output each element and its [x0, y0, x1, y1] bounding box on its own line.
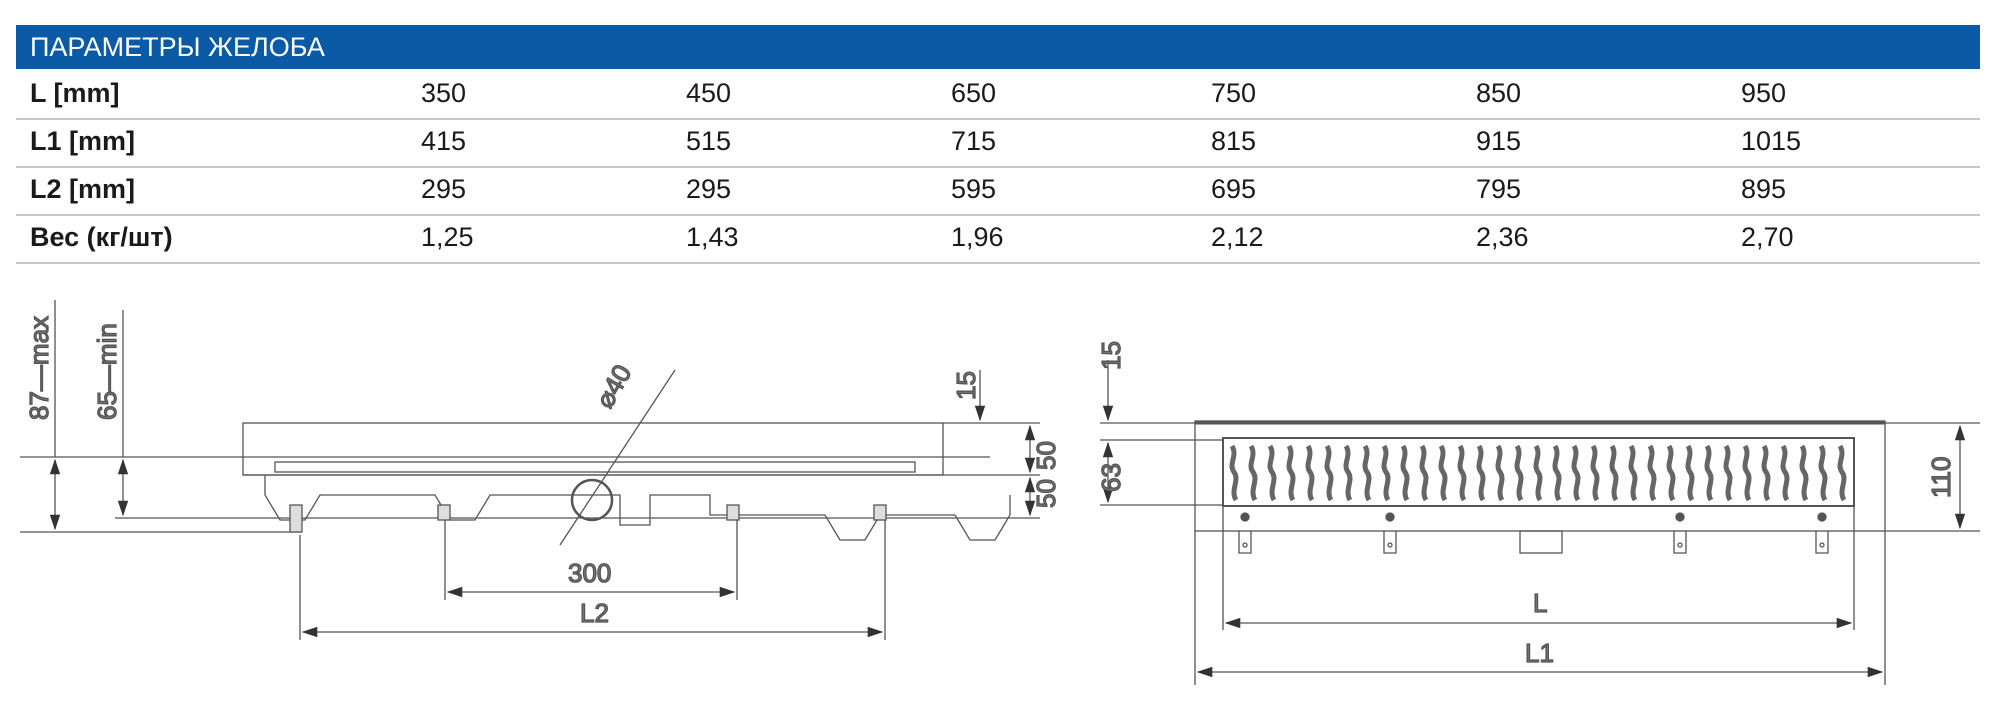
dim-15: 15	[951, 371, 981, 400]
mounting-lug	[1673, 512, 1687, 554]
table-cell: 695	[1211, 174, 1257, 204]
grate-slot	[1628, 444, 1638, 502]
grate-slot	[1343, 444, 1353, 502]
table-cell: 1,43	[686, 222, 739, 252]
grate-slot	[1704, 444, 1714, 502]
table-row: L [mm] 350 450 650 750 850 950	[16, 70, 1980, 120]
grate-slot	[1495, 444, 1505, 502]
table-cell: 2,12	[1211, 222, 1264, 252]
grate-slot	[1533, 444, 1543, 502]
table-cell: 2,36	[1476, 222, 1529, 252]
front-dim-63: 63	[1096, 463, 1126, 492]
grate-slot	[1666, 444, 1676, 502]
grate-slot	[1229, 444, 1239, 502]
grate-slot	[1286, 444, 1296, 502]
table-cell: 595	[951, 174, 997, 204]
grate-slot	[1742, 444, 1752, 502]
grate-slot	[1780, 444, 1790, 502]
dim-50-lower: 50	[1031, 479, 1061, 508]
table-cell: 350	[421, 78, 467, 108]
mounting-lug	[1815, 512, 1829, 554]
grate-slot	[1685, 444, 1695, 502]
table-cell: 295	[686, 174, 732, 204]
table-cell: 915	[1476, 126, 1522, 156]
table-cell: 515	[686, 126, 732, 156]
table-cell: 650	[951, 78, 997, 108]
grate-slot	[1267, 444, 1277, 502]
grate-slot	[1552, 444, 1562, 502]
row-label: L [mm]	[30, 78, 120, 108]
grate-slot	[1476, 444, 1486, 502]
grate-slot	[1609, 444, 1619, 502]
grate-slot	[1761, 444, 1771, 502]
front-dim-l1: L1	[1525, 638, 1554, 668]
table-cell: 850	[1476, 78, 1522, 108]
grate-slot	[1514, 444, 1524, 502]
grate-slot	[1381, 444, 1391, 502]
table-title: ПАРАМЕТРЫ ЖЕЛОБА	[16, 25, 1980, 69]
table-cell: 715	[951, 126, 997, 156]
grate-slot	[1799, 444, 1809, 502]
table-cell: 415	[421, 126, 467, 156]
grate-slot	[1324, 444, 1334, 502]
grate-slot	[1723, 444, 1733, 502]
grate-slot	[1419, 444, 1429, 502]
table-cell: 750	[1211, 78, 1257, 108]
table-cell: 450	[686, 78, 732, 108]
table-cell: 815	[1211, 126, 1257, 156]
table-cell: 1015	[1741, 126, 1802, 156]
grate-slot	[1400, 444, 1410, 502]
dim-50-upper: 50	[1031, 441, 1061, 470]
dim-l2: L2	[580, 598, 609, 628]
table-row: L2 [mm] 295 295 595 695 795 895	[16, 166, 1980, 216]
grate-slot	[1837, 444, 1847, 502]
front-view-drawing: 15 63 110 L L1	[1095, 340, 1980, 685]
grate-slot	[1305, 444, 1315, 502]
grate-slot	[1438, 444, 1448, 502]
front-dim-l: L	[1533, 588, 1547, 618]
row-label: Вес (кг/шт)	[30, 222, 173, 252]
table-cell: 795	[1476, 174, 1522, 204]
front-dim-15: 15	[1096, 341, 1126, 370]
row-label: L1 [mm]	[30, 126, 136, 156]
grate-slot	[1362, 444, 1372, 502]
grate-slot	[1818, 444, 1828, 502]
side-view-drawing: 87—max 65—min ⌀40 15 50 50 300 L2	[20, 300, 1062, 640]
table-row: L1 [mm] 415 515 715 815 915 1015	[16, 118, 1980, 168]
mounting-lug	[1238, 512, 1252, 554]
dim-87-max: 87—max	[24, 316, 54, 420]
grate-slot	[1590, 444, 1600, 502]
grate-slot	[1457, 444, 1467, 502]
table-cell: 950	[1741, 78, 1787, 108]
table-cell: 295	[421, 174, 467, 204]
mounting-lug	[1383, 512, 1397, 554]
grate-slot	[1248, 444, 1258, 502]
dim-65-min: 65—min	[92, 323, 122, 420]
table-cell: 1,96	[951, 222, 1004, 252]
front-dim-110: 110	[1926, 457, 1956, 498]
dim-diameter: ⌀40	[589, 359, 637, 413]
table-cell: 895	[1741, 174, 1787, 204]
grate-slot	[1647, 444, 1657, 502]
table-cell: 1,25	[421, 222, 474, 252]
grate-slot	[1571, 444, 1581, 502]
table-cell: 2,70	[1741, 222, 1794, 252]
dim-300: 300	[568, 558, 611, 588]
table-row: Вес (кг/шт) 1,25 1,43 1,96 2,12 2,36 2,70	[16, 214, 1980, 264]
row-label: L2 [mm]	[30, 174, 136, 204]
